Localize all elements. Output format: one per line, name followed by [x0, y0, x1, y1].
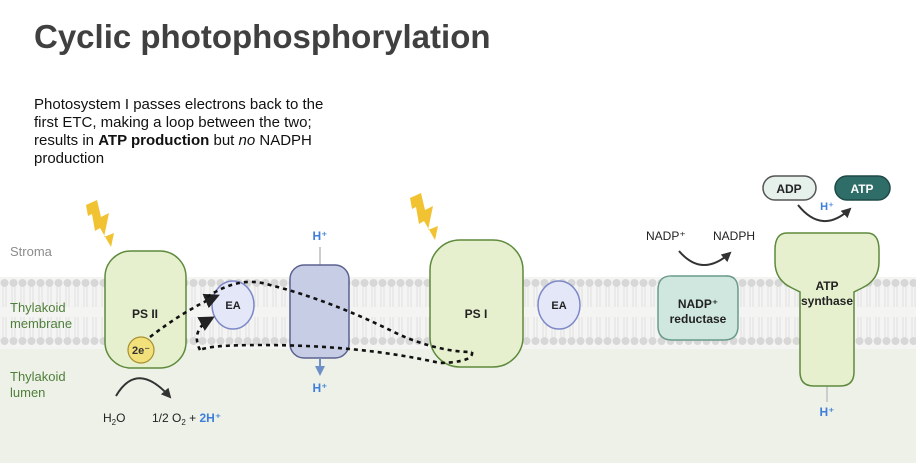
nadp-reductase-label-line2: reductase	[670, 312, 727, 326]
h-plus-top-channel: H⁺	[313, 229, 328, 243]
membrane-label-line2: membrane	[10, 316, 72, 331]
oxygen-sub: 2	[181, 418, 186, 427]
lightning-icon-ps1	[410, 193, 438, 240]
nadp-plus-label: NADP⁺	[646, 229, 686, 243]
atp-pill	[834, 175, 891, 201]
nadph-label: NADPH	[713, 229, 755, 243]
atp-label: ATP	[850, 182, 873, 196]
desc-part1: Photosystem I passes electrons back to t…	[34, 96, 324, 149]
water-sub: 2	[112, 418, 117, 427]
adp-pill	[762, 175, 817, 201]
desc-italic-no: no	[238, 132, 256, 149]
h-plus-lumen-atp: H⁺	[820, 405, 835, 419]
desc-bold-atp: ATP production	[98, 132, 210, 149]
electron-acceptor-right	[537, 280, 581, 330]
photosystem-ii	[104, 250, 187, 369]
atp-synthase-label-line1: ATP	[815, 279, 838, 293]
oxygen-prefix: 1/2 O	[152, 411, 181, 425]
electron-path-lower-loop	[199, 343, 474, 365]
nadp-reductase-label-line1: NADP⁺	[678, 297, 718, 311]
electron-path-upper-loop	[206, 280, 473, 354]
oxygen-formula: 1/2 O2 + 2H⁺	[152, 411, 221, 427]
ps2-label: PS II	[132, 307, 158, 321]
h-plus-bottom-channel: H⁺	[313, 381, 328, 395]
h-plus-stroma-atp: H⁺	[820, 201, 834, 213]
stroma-label: Stroma	[10, 244, 53, 259]
water-formula: H2O	[103, 411, 125, 427]
adp-label: ADP	[776, 182, 801, 196]
electron-pair-badge	[127, 336, 155, 364]
ea-right-label: EA	[551, 300, 566, 312]
electron-pair-label: 2e⁻	[132, 345, 150, 357]
protons-2h: 2H⁺	[200, 411, 222, 425]
lightning-icon-ps2	[86, 200, 114, 247]
page-title: Cyclic photophosphorylation	[34, 18, 491, 55]
electron-path-ps2-to-ea	[149, 293, 220, 339]
oxygen-plus: +	[186, 411, 200, 425]
desc-part2: but	[209, 132, 239, 149]
electron-path-loop-return	[195, 316, 215, 351]
desc-part3: NADPH production	[34, 132, 312, 167]
water-splitting-arrow	[115, 377, 172, 399]
atp-synthase-enzyme	[774, 232, 880, 387]
cytochrome-b6f-complex	[289, 264, 350, 359]
photosystem-i	[429, 239, 524, 368]
nadp-conversion-arrow	[678, 250, 732, 266]
description-text: Photosystem I passes electrons back to t…	[34, 96, 334, 168]
ea-left-label: EA	[225, 300, 240, 312]
lumen-label-line1: Thylakoid	[10, 369, 66, 384]
water-h: H	[103, 411, 112, 425]
membrane-label-line1: Thylakoid	[10, 300, 66, 315]
water-o: O	[116, 411, 125, 425]
ps1-label: PS I	[465, 307, 488, 321]
nadp-reductase-enzyme	[657, 275, 739, 341]
adp-to-atp-arrow	[797, 204, 852, 223]
lumen-label-line2: lumen	[10, 385, 45, 400]
atp-synthase-label-line2: synthase	[801, 294, 853, 308]
